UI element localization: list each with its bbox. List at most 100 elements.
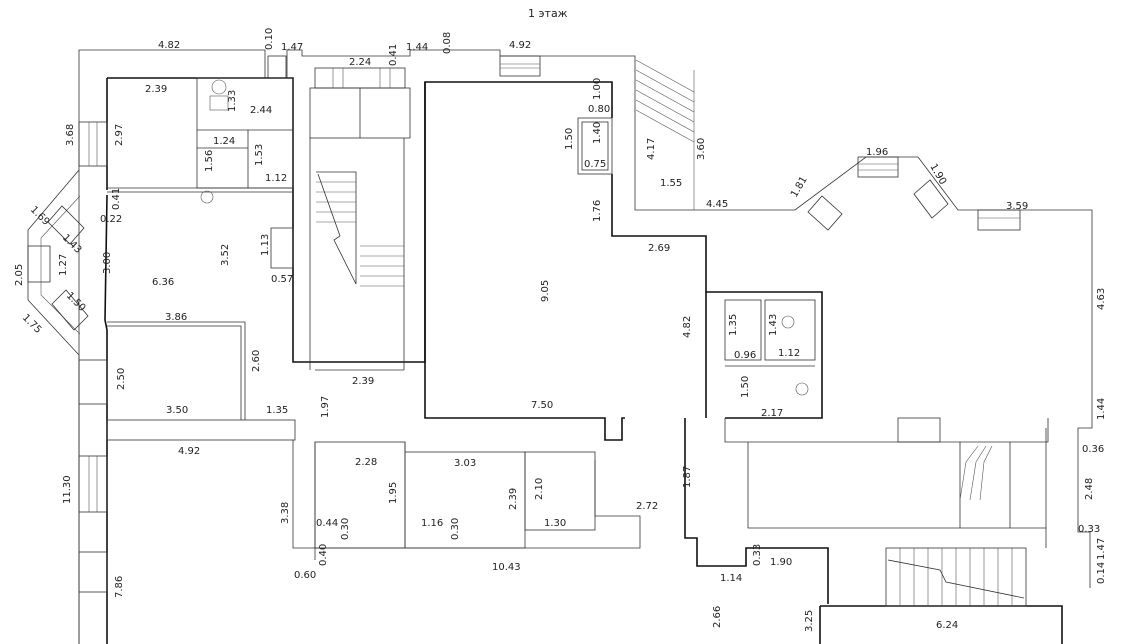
dim-label: 6.36 bbox=[152, 277, 174, 288]
dim-label: 3.50 bbox=[166, 405, 188, 416]
dim-label: 1.00 bbox=[592, 78, 603, 100]
dim-label: 4.63 bbox=[1096, 288, 1107, 310]
dim-label: 2.72 bbox=[636, 501, 658, 512]
dim-label: 1.90 bbox=[770, 557, 792, 568]
dim-label: 0.36 bbox=[1082, 444, 1104, 455]
dim-label: 3.52 bbox=[220, 244, 231, 266]
dim-label: 0.80 bbox=[588, 104, 610, 115]
dim-label: 1.53 bbox=[254, 144, 265, 166]
dim-label: 4.45 bbox=[706, 199, 728, 210]
dim-label: 1.12 bbox=[778, 348, 800, 359]
dim-label: 0.22 bbox=[100, 214, 122, 225]
dim-label: 0.14 bbox=[1096, 562, 1107, 584]
dim-label: 1.55 bbox=[660, 178, 682, 189]
dim-label: 1.50 bbox=[740, 376, 751, 398]
dim-label: 1.33 bbox=[227, 90, 238, 112]
dim-label: 2.17 bbox=[761, 408, 783, 419]
dim-label: 0.30 bbox=[340, 518, 351, 540]
dim-label: 4.82 bbox=[158, 40, 180, 51]
dim-label: 1.96 bbox=[866, 147, 888, 158]
windows bbox=[27, 55, 1021, 593]
dim-label: 0.60 bbox=[294, 570, 316, 581]
dim-label: 1.75 bbox=[20, 312, 44, 336]
dim-label: 1.47 bbox=[281, 42, 303, 53]
dim-label: 3.86 bbox=[165, 312, 187, 323]
dim-label: 3.60 bbox=[696, 138, 707, 160]
dim-label: 4.92 bbox=[178, 446, 200, 457]
dim-label: 3.03 bbox=[454, 458, 476, 469]
dim-label: 2.28 bbox=[355, 457, 377, 468]
dim-label: 1.35 bbox=[266, 405, 288, 416]
dim-label: 7.50 bbox=[531, 400, 553, 411]
dim-label: 0.33 bbox=[752, 544, 763, 566]
dim-label: 0.33 bbox=[1078, 524, 1100, 535]
dim-label: 3.38 bbox=[280, 502, 291, 524]
dim-label: 1.44 bbox=[1096, 398, 1107, 420]
stairs bbox=[316, 171, 1027, 607]
dim-label: 0.10 bbox=[264, 28, 275, 50]
dim-label: 1.40 bbox=[592, 122, 603, 144]
partitions bbox=[106, 59, 1049, 560]
dim-label: 2.39 bbox=[508, 488, 519, 510]
dimension-labels: 4.82 0.10 1.47 2.24 0.41 1.44 0.08 4.92 … bbox=[14, 28, 1107, 632]
dim-label: 1.27 bbox=[58, 254, 69, 276]
dim-label: 1.69 bbox=[28, 204, 52, 228]
dim-label: 2.44 bbox=[250, 105, 272, 116]
dim-label: 0.96 bbox=[734, 350, 756, 361]
dim-label: 2.50 bbox=[116, 368, 127, 390]
floor-title: 1 этаж bbox=[528, 7, 568, 20]
dim-label: 4.17 bbox=[646, 138, 657, 160]
dim-label: 1.44 bbox=[406, 42, 428, 53]
east-inner-stair bbox=[959, 445, 993, 501]
dim-label: 2.97 bbox=[114, 124, 125, 146]
dim-label: 2.05 bbox=[14, 264, 25, 286]
dim-label: 1.97 bbox=[320, 396, 331, 418]
dim-label: 1.50 bbox=[64, 290, 88, 314]
dim-label: 1.35 bbox=[728, 314, 739, 336]
dim-label: 1.87 bbox=[682, 466, 693, 488]
dim-label: 3.68 bbox=[65, 124, 76, 146]
dim-label: 1.43 bbox=[768, 314, 779, 336]
dim-label: 1.95 bbox=[388, 482, 399, 504]
dim-label: 1.47 bbox=[1096, 538, 1107, 560]
dim-label: 1.14 bbox=[720, 573, 742, 584]
dim-label: 11.30 bbox=[62, 475, 73, 504]
dim-label: 1.16 bbox=[421, 518, 443, 529]
dim-label: 3.59 bbox=[1006, 201, 1028, 212]
dim-label: 1.30 bbox=[544, 518, 566, 529]
dim-label: 1.76 bbox=[592, 200, 603, 222]
dim-label: 0.30 bbox=[450, 518, 461, 540]
dim-label: 2.39 bbox=[145, 84, 167, 95]
dim-label: 0.40 bbox=[318, 544, 329, 566]
dim-label: 4.82 bbox=[682, 316, 693, 338]
dim-label: 6.24 bbox=[936, 620, 958, 631]
dim-label: 2.69 bbox=[648, 243, 670, 254]
dim-label: 0.44 bbox=[316, 518, 338, 529]
dim-label: 0.41 bbox=[388, 44, 399, 66]
dim-label: 0.08 bbox=[442, 32, 453, 54]
dim-label: 3.25 bbox=[804, 610, 815, 632]
outer-outline bbox=[27, 49, 1093, 644]
dim-label: 4.92 bbox=[509, 40, 531, 51]
dim-label: 1.81 bbox=[789, 175, 810, 200]
dim-label: 2.60 bbox=[251, 350, 262, 372]
dim-label: 1.56 bbox=[204, 150, 215, 172]
dim-label: 1.12 bbox=[265, 173, 287, 184]
dim-label: 2.66 bbox=[712, 606, 723, 628]
dim-label: 0.57 bbox=[271, 274, 293, 285]
dim-label: 10.43 bbox=[492, 562, 521, 573]
dim-label: 1.24 bbox=[213, 136, 235, 147]
thick-walls bbox=[104, 77, 1063, 644]
dim-label: 1.50 bbox=[564, 128, 575, 150]
dim-label: 2.24 bbox=[349, 57, 371, 68]
dim-label: 9.05 bbox=[540, 280, 551, 302]
dim-label: 1.90 bbox=[927, 162, 948, 187]
dim-label: 2.39 bbox=[352, 376, 374, 387]
dim-label: 1.13 bbox=[260, 234, 271, 256]
dim-label: 2.48 bbox=[1084, 478, 1095, 500]
dim-label: 1.43 bbox=[60, 232, 84, 256]
dim-label: 3.00 bbox=[102, 252, 113, 274]
east-stair bbox=[885, 547, 1027, 607]
dim-label: 0.75 bbox=[584, 159, 606, 170]
